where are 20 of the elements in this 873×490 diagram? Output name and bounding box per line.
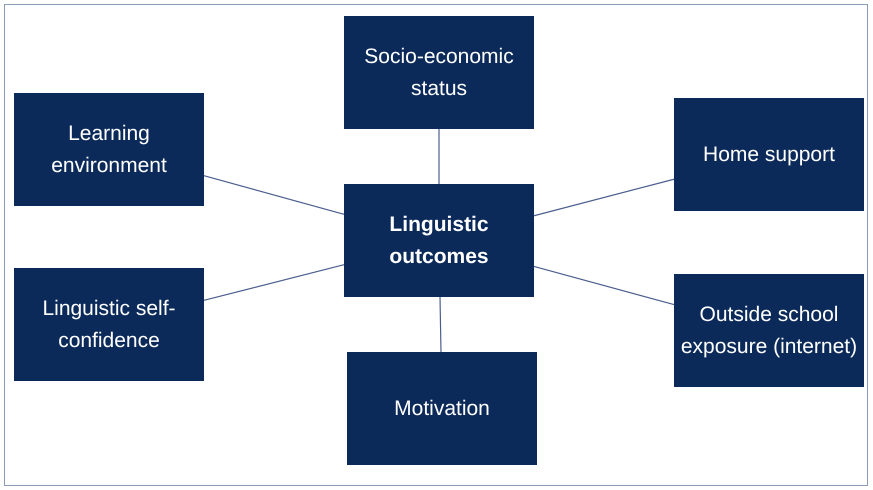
factor-box <box>674 274 864 387</box>
factor-box <box>14 93 204 206</box>
connector-line <box>534 178 674 216</box>
box-label: Learning environment <box>50 120 168 178</box>
connector-line <box>204 264 344 301</box>
box-label: Socio-economic status <box>363 44 515 102</box>
box-label: Linguistic self-confidence <box>41 296 177 354</box>
factor-box <box>14 268 204 381</box>
box-label: Motivation <box>394 396 490 422</box>
box-label: Linguistic outcomes <box>388 212 490 270</box>
box-label: Outside school exposure (internet) <box>680 302 858 360</box>
connector-line <box>438 129 440 184</box>
factor-box <box>344 184 534 297</box>
connector-line <box>439 296 442 352</box>
factor-box <box>674 98 864 211</box>
factor-box <box>347 352 537 465</box>
box-label: Home support <box>703 142 835 168</box>
connector-line <box>534 266 674 306</box>
factor-box <box>344 16 534 129</box>
connector-line <box>204 175 344 215</box>
